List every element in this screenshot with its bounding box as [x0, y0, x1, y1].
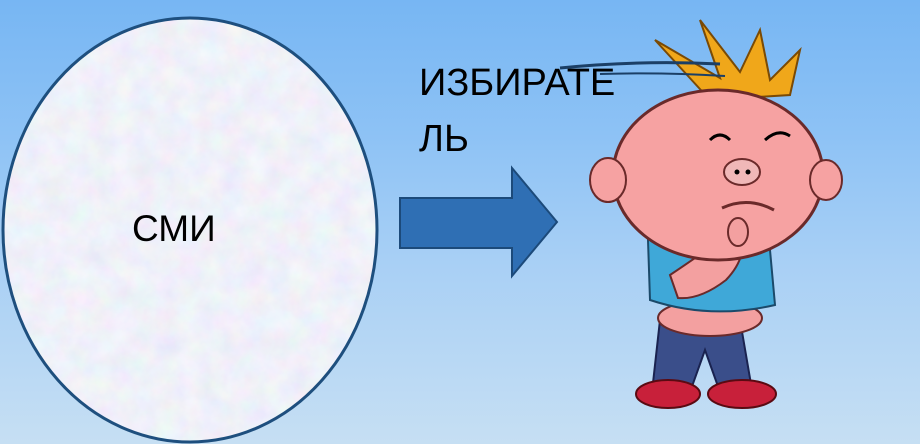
right-arrow-icon	[399, 165, 559, 279]
voter-label-line2: ЛЬ	[419, 118, 469, 160]
voter-label-line1: ИЗБИРАТЕ	[419, 62, 616, 104]
media-label: СМИ	[132, 208, 216, 249]
thinking-boy-cartoon-icon	[559, 19, 843, 409]
media-ellipse	[1, 16, 379, 444]
